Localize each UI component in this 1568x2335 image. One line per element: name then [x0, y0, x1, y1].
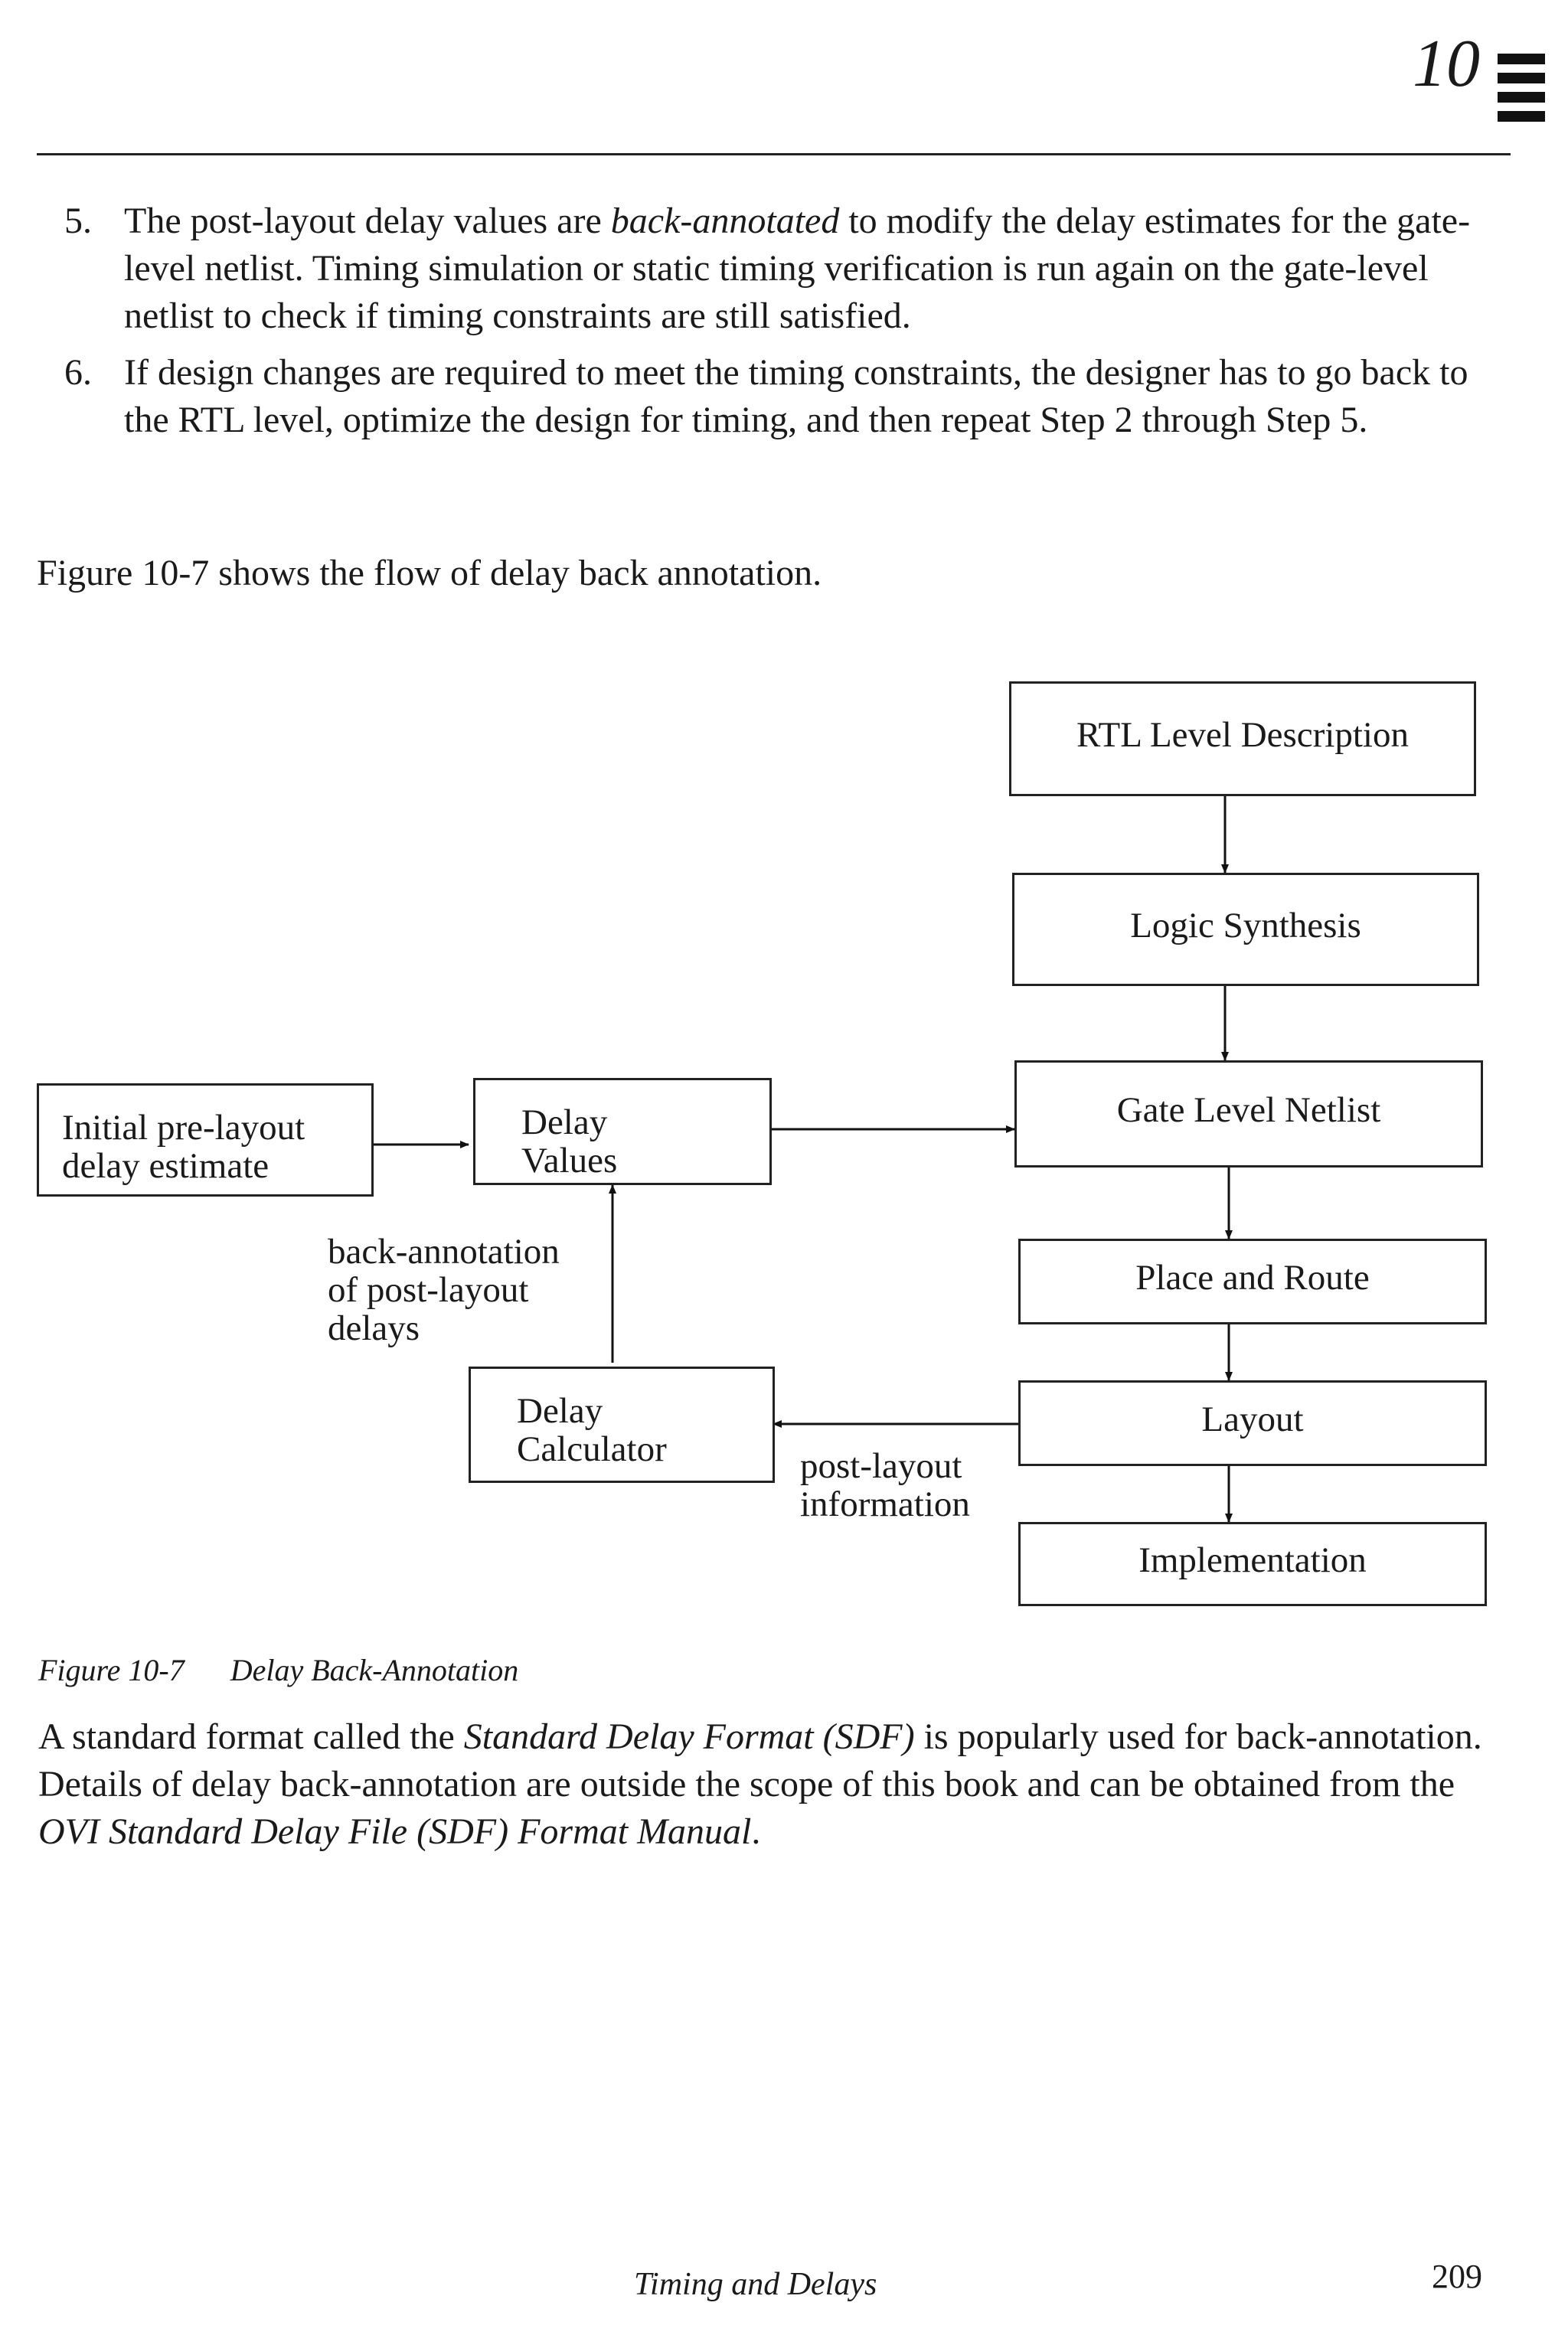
- step-5: 5. The post-layout delay values are back…: [64, 198, 1488, 340]
- initial-estimate-box: Initial pre-layout delay estimate: [37, 1083, 374, 1197]
- step-text: If design changes are required to meet t…: [124, 352, 1468, 440]
- gate-level-netlist-box: Gate Level Netlist: [1014, 1060, 1483, 1168]
- place-and-route-box: Place and Route: [1018, 1239, 1487, 1324]
- step-6: 6. If design changes are required to mee…: [64, 349, 1488, 444]
- figure-title: Delay Back-Annotation: [230, 1653, 519, 1687]
- backannotation-label: back-annotation of post-layout delays: [328, 1232, 560, 1348]
- layout-box: Layout: [1018, 1380, 1487, 1466]
- diagram-arrows: [373, 796, 1233, 1523]
- chapter-number: 10: [1413, 27, 1480, 101]
- step-list: 5. The post-layout delay values are back…: [64, 198, 1488, 453]
- step-text: to modify the delay estimates for the ga…: [124, 201, 1471, 336]
- postlayout-info-label: post-layout information: [800, 1446, 970, 1524]
- header-rule: [37, 153, 1511, 155]
- intro-sentence: Figure 10-7 shows the flow of delay back…: [37, 553, 822, 593]
- step-emphasis: back-annotated: [610, 201, 840, 241]
- flow-diagram: RTL Level Description Logic Synthesis Ga…: [37, 681, 1487, 1606]
- logic-synthesis-box: Logic Synthesis: [1012, 873, 1479, 986]
- page-number: 209: [1432, 2258, 1482, 2295]
- implementation-box: Implementation: [1018, 1522, 1487, 1606]
- running-footer-title: Timing and Delays: [634, 2267, 877, 2302]
- ovi-manual-title: OVI Standard Delay File (SDF) Format Man…: [38, 1811, 752, 1852]
- figure-caption: Figure 10-7 Delay Back-Annotation: [38, 1652, 518, 1688]
- step-number: 6.: [64, 352, 92, 393]
- step-number: 5.: [64, 201, 92, 241]
- delay-calculator-box: Delay Calculator: [469, 1367, 775, 1483]
- closing-paragraph: A standard format called the Standard De…: [38, 1716, 1482, 1852]
- rtl-description-box: RTL Level Description: [1009, 681, 1476, 796]
- chapter-marker-bars: [1498, 54, 1545, 130]
- figure-number: Figure 10-7: [38, 1653, 185, 1687]
- delay-values-box: Delay Values: [473, 1078, 772, 1185]
- sdf-term: Standard Delay Format (SDF): [463, 1716, 915, 1757]
- step-text: The post-layout delay values are: [124, 201, 611, 241]
